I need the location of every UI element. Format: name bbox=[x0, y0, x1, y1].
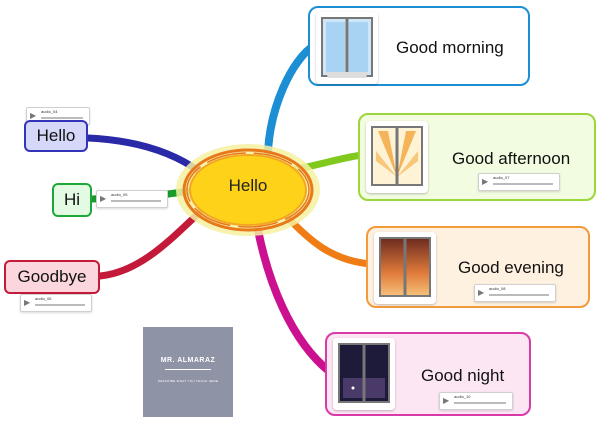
audio-progress-bar[interactable] bbox=[41, 117, 83, 119]
node-label: Hi bbox=[63, 190, 81, 209]
node-label: Good night bbox=[421, 366, 505, 385]
play-icon[interactable]: ▶ bbox=[24, 298, 31, 307]
audio-filename: audio_06 bbox=[35, 296, 52, 301]
node-label: Goodbye bbox=[17, 267, 87, 286]
node-label: Good evening bbox=[458, 258, 564, 277]
audio-player[interactable]: ▶ audio_08 bbox=[474, 284, 556, 302]
audio-filename: audio_05 bbox=[111, 192, 128, 197]
logo-title: MR. ALMARAZ bbox=[160, 357, 216, 364]
node-hello[interactable]: Hello bbox=[24, 120, 88, 152]
node-good-morning[interactable]: Good morning bbox=[308, 6, 530, 86]
window-sunset-icon bbox=[374, 232, 436, 304]
audio-progress-bar[interactable] bbox=[493, 183, 553, 185]
node-goodbye[interactable]: Goodbye bbox=[4, 260, 100, 294]
window-clear-icon bbox=[316, 12, 378, 84]
audio-progress-bar[interactable] bbox=[35, 304, 85, 306]
audio-progress-bar[interactable] bbox=[111, 200, 161, 202]
audio-player[interactable]: ▶ audio_10 bbox=[439, 392, 513, 410]
audio-filename: audio_07 bbox=[493, 175, 510, 180]
logo-tagline: DESCRIBE WHAT YOU TEACH HERE bbox=[157, 379, 219, 383]
node-label: Good afternoon bbox=[452, 149, 571, 168]
logo-divider bbox=[165, 369, 211, 370]
window-night-icon bbox=[333, 338, 395, 410]
center-ring bbox=[182, 148, 314, 232]
branch-goodbye bbox=[96, 208, 204, 280]
node-label: Good morning bbox=[396, 38, 504, 57]
play-icon[interactable]: ▶ bbox=[443, 396, 450, 405]
node-label: Hello bbox=[36, 126, 76, 145]
audio-filename: audio_04 bbox=[41, 109, 58, 114]
branch-good-night bbox=[254, 226, 334, 376]
audio-player-goodbye[interactable]: ▶ audio_06 bbox=[20, 294, 92, 312]
center-topic-label: Hello bbox=[228, 176, 268, 195]
node-hi[interactable]: Hi bbox=[52, 183, 92, 217]
branch-good-morning bbox=[264, 40, 320, 156]
audio-player-hi[interactable]: ▶ audio_05 bbox=[96, 190, 168, 208]
branch-hello bbox=[84, 134, 204, 176]
audio-filename: audio_08 bbox=[489, 286, 506, 291]
branch-good-evening bbox=[284, 214, 374, 268]
node-good-evening[interactable]: Good evening ▶ audio_08 bbox=[366, 226, 590, 308]
play-icon[interactable]: ▶ bbox=[478, 288, 485, 297]
audio-filename: audio_10 bbox=[454, 394, 471, 399]
node-good-night[interactable]: Good night ▶ audio_10 bbox=[325, 332, 531, 416]
audio-progress-bar[interactable] bbox=[489, 294, 549, 296]
teacher-logo: MR. ALMARAZ DESCRIBE WHAT YOU TEACH HERE bbox=[143, 327, 233, 417]
play-icon[interactable]: ▶ bbox=[100, 194, 107, 203]
play-icon[interactable]: ▶ bbox=[482, 177, 489, 186]
node-good-afternoon[interactable]: Good afternoon ▶ audio_07 bbox=[358, 113, 596, 201]
center-topic[interactable] bbox=[189, 154, 307, 226]
audio-progress-bar[interactable] bbox=[454, 402, 506, 404]
play-icon[interactable]: ▶ bbox=[30, 111, 37, 120]
window-sun-rays-icon bbox=[366, 121, 428, 193]
audio-player[interactable]: ▶ audio_07 bbox=[478, 173, 560, 191]
center-ring-inner bbox=[186, 152, 310, 228]
